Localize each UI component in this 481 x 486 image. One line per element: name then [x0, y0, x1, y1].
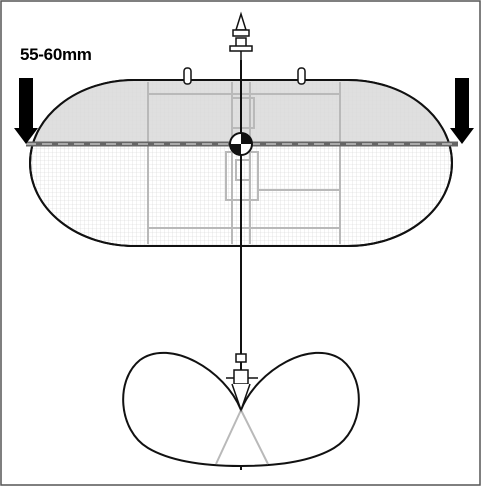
arrow-down-icon — [14, 78, 38, 144]
arrow-down-icon — [450, 78, 474, 144]
tail-mount — [226, 353, 258, 413]
tail-outline — [122, 351, 360, 468]
motor-nose — [229, 11, 253, 80]
wing-pegs — [183, 67, 306, 85]
cg-range-label: 55-60mm — [20, 45, 92, 64]
tail-structure — [215, 409, 269, 465]
balance-point-icon — [229, 132, 253, 156]
